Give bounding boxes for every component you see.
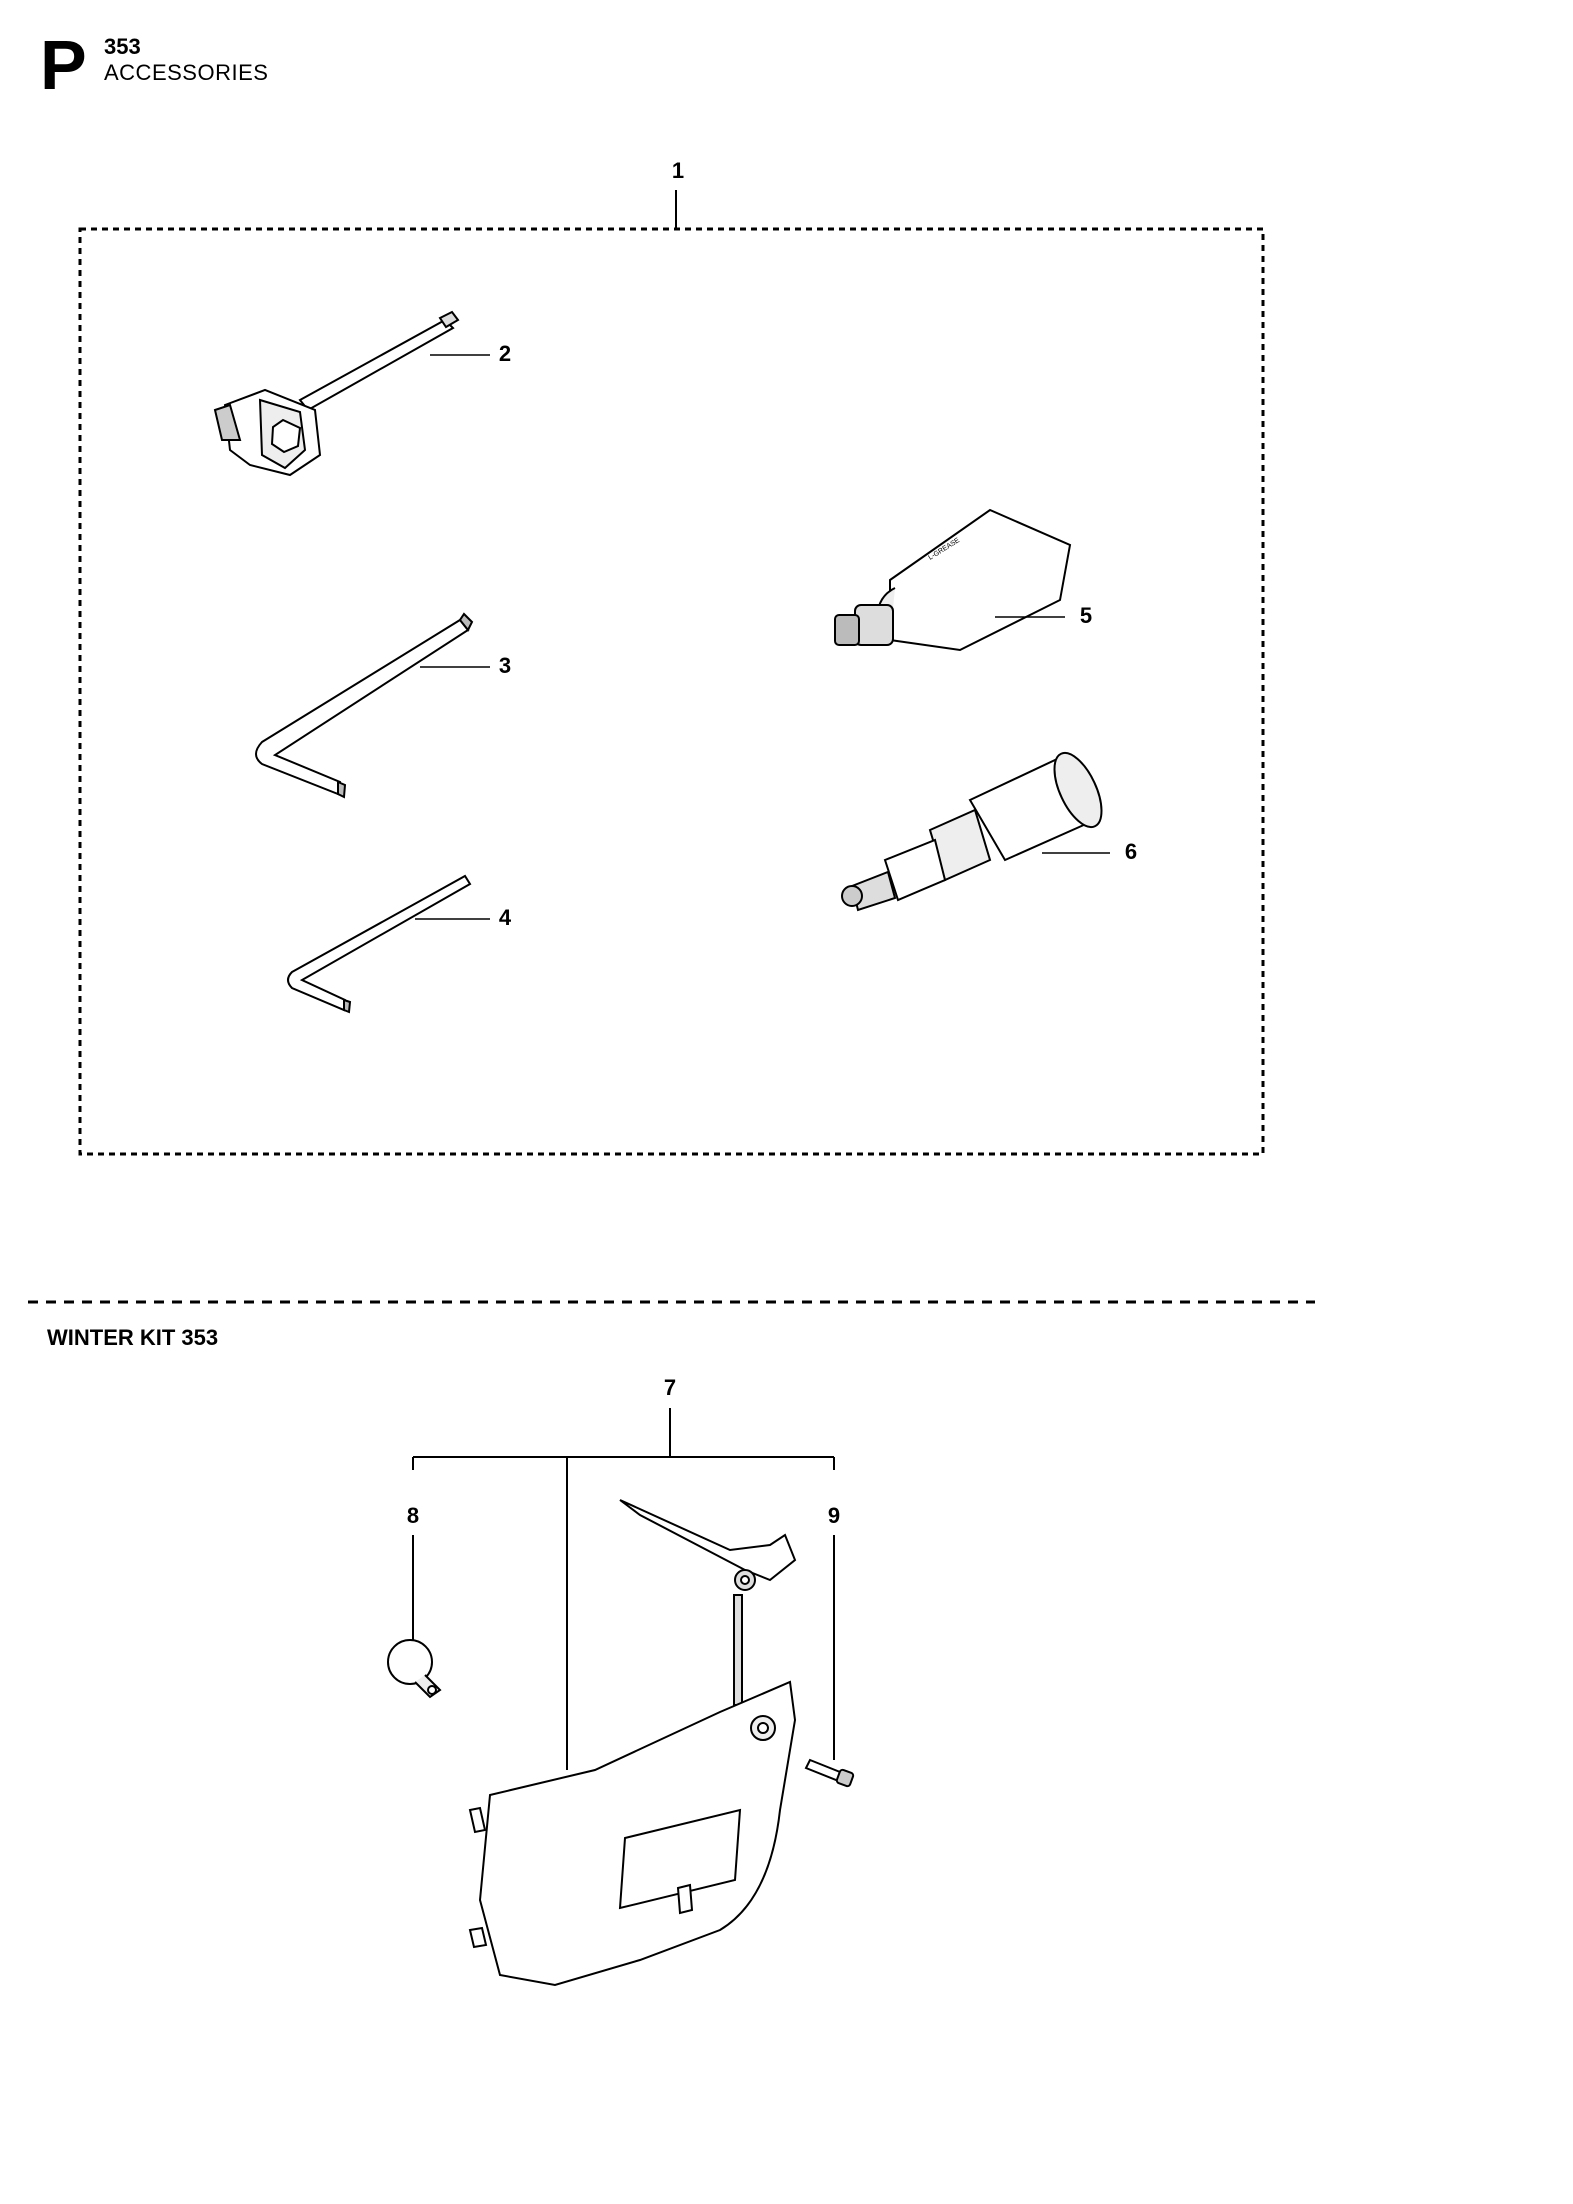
- winter-kit-bracket: [412, 1408, 835, 1770]
- callout-3: 3: [498, 653, 512, 678]
- callout-6: 6: [1124, 839, 1138, 864]
- hex-key-icon: [287, 874, 472, 1014]
- callout-2: 2: [498, 341, 512, 366]
- winter-plate-icon: [387, 1639, 442, 1699]
- winter-cover-icon: [468, 1499, 797, 1987]
- page-letter: P: [40, 26, 87, 104]
- kit-boundary: [78, 227, 1265, 1156]
- callout-8: 8: [406, 1503, 420, 1528]
- callout-4: 4: [498, 905, 512, 930]
- grease-gun-icon: [841, 751, 1103, 912]
- callout-1: 1: [671, 158, 685, 183]
- hex-key-icon: [255, 612, 474, 799]
- grease-tube-icon: L-GREASE: [834, 508, 1072, 652]
- spark-plug-wrench-icon: [213, 310, 460, 477]
- callout-5: 5: [1079, 603, 1093, 628]
- callout-9: 9: [827, 1503, 841, 1528]
- callout-7: 7: [663, 1375, 677, 1400]
- winter-kit-title: WINTER KIT 353: [47, 1325, 219, 1350]
- section-title: ACCESSORIES: [104, 60, 269, 85]
- screw-icon: [804, 1758, 855, 1788]
- model-number: 353: [104, 34, 141, 59]
